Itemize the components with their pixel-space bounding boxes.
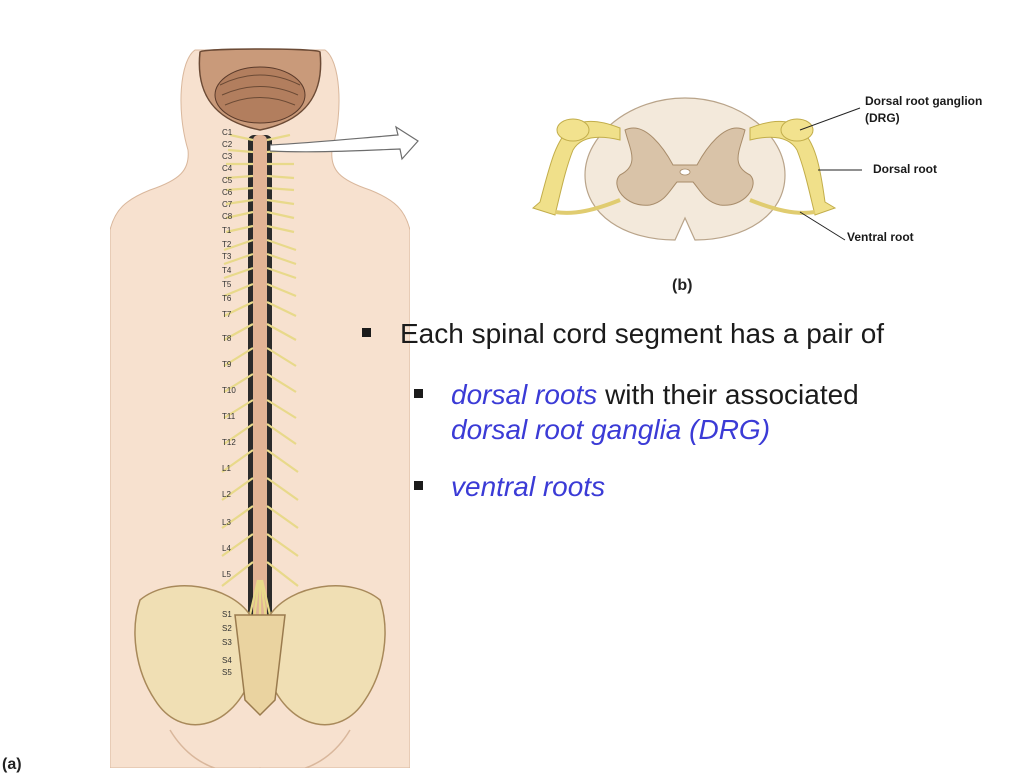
central-canal (679, 168, 691, 176)
figure-a-caption: (a) (2, 756, 22, 773)
segment-label: T11 (222, 412, 236, 421)
segment-label: C5 (222, 176, 233, 185)
segment-label: T7 (222, 310, 232, 319)
term-dorsal-roots: dorsal roots (451, 379, 598, 410)
left-ventral-root (554, 198, 621, 215)
term-ventral-roots: ventral roots (451, 471, 606, 502)
spinal-cord (253, 135, 267, 695)
bullet-sub1-text: with their associated (597, 379, 859, 410)
label-drg-line2: (DRG) (865, 111, 900, 125)
segment-label: C1 (222, 128, 233, 137)
bullet-square-icon (414, 481, 423, 490)
segment-label: S3 (222, 638, 232, 647)
segment-label: C3 (222, 152, 233, 161)
figure-b-caption: (b) (672, 277, 693, 294)
back-anatomy-svg (109, 48, 411, 774)
segment-label: S5 (222, 668, 232, 677)
cross-section-svg (531, 97, 837, 241)
label-drg: Dorsal root ganglion (DRG) (865, 93, 982, 127)
segment-label: L2 (222, 490, 231, 499)
spinal-nerves (221, 133, 299, 705)
segment-label: T2 (222, 240, 232, 249)
segment-label: L1 (222, 464, 231, 473)
bullet-list: Each spinal cord segment has a pair of d… (362, 316, 922, 504)
segment-label: C6 (222, 188, 233, 197)
segment-label: L3 (222, 518, 231, 527)
segment-label: T1 (222, 226, 232, 235)
segment-label: S2 (222, 624, 232, 633)
segment-label: T8 (222, 334, 232, 343)
segment-label: T5 (222, 280, 232, 289)
segment-label: C4 (222, 164, 233, 173)
segment-label: T6 (222, 294, 232, 303)
cerebellum (214, 66, 306, 124)
bullet-main-text: Each spinal cord segment has a pair of (400, 318, 885, 349)
spinal-cord-cross-section (525, 90, 845, 250)
bullet-sub-dorsal: dorsal roots with their associated dorsa… (414, 377, 922, 447)
segment-label: L4 (222, 544, 231, 553)
label-dorsal-root: Dorsal root (873, 162, 938, 176)
right-ventral-root (749, 198, 816, 215)
label-ventral-root: Ventral root (847, 230, 914, 244)
segment-label: T10 (222, 386, 236, 395)
segment-label: C2 (222, 140, 233, 149)
left-ilium (134, 585, 251, 726)
bullet-square-icon (414, 389, 423, 398)
term-drg: dorsal root ganglia (DRG) (451, 414, 771, 445)
label-leader-lines (799, 107, 862, 241)
left-drg (556, 118, 590, 142)
segment-label: T4 (222, 266, 232, 275)
segment-label: L5 (222, 570, 231, 579)
segment-label: C7 (222, 200, 233, 209)
segment-label: C8 (222, 212, 233, 221)
segment-label: T9 (222, 360, 232, 369)
segment-label: S4 (222, 656, 232, 665)
grey-matter (616, 127, 754, 206)
bullet-main: Each spinal cord segment has a pair of (362, 316, 922, 351)
sacrum (234, 614, 286, 717)
pointer-arrow-icon (270, 125, 419, 161)
segment-label: T3 (222, 252, 232, 261)
segment-label: T12 (222, 438, 236, 447)
bullet-sub-ventral: ventral roots (414, 469, 922, 504)
right-ilium (269, 585, 386, 726)
segment-label: S1 (222, 610, 232, 619)
right-drg (780, 118, 814, 142)
label-drg-line1: Dorsal root ganglion (865, 94, 983, 108)
bullet-square-icon (362, 328, 371, 337)
